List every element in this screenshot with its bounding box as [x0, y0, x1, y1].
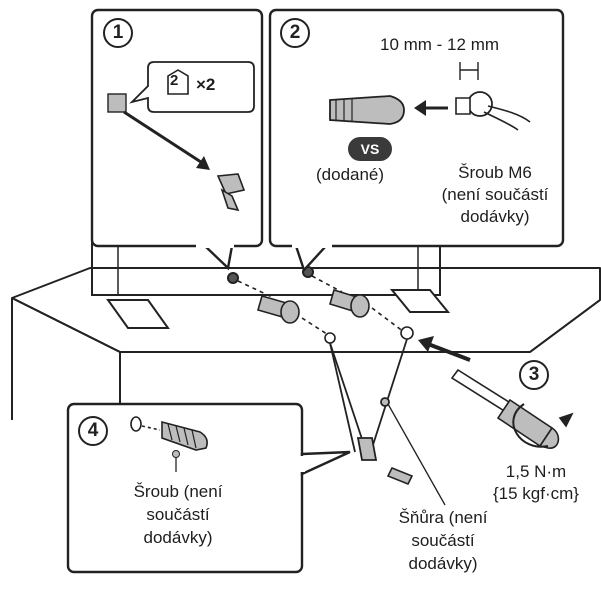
tv-drawing [91, 232, 451, 329]
cord-label-2: součástí [411, 531, 475, 550]
wood-screw-label-3: dodávky) [143, 528, 213, 547]
wood-screw-label-2: součástí [146, 505, 210, 524]
vs-badge: VS [348, 137, 392, 161]
m6-screw-label-1: Šroub M6 [458, 163, 532, 182]
part-ref-number: 2 [170, 72, 179, 89]
cord-label-3: dodávky) [408, 554, 478, 573]
step-number-4: 4 [78, 416, 108, 446]
cord-drawing [329, 338, 408, 461]
guide-lines [237, 275, 405, 337]
wood-screw-label-1: Šroub (není [133, 482, 223, 501]
panel-step4 [66, 402, 351, 574]
dimension-label: 10 mm - 12 mm [380, 35, 500, 54]
cord-label-1: Šňůra (není [398, 508, 488, 527]
wall-screw-drawing [386, 466, 414, 486]
step-number-1: 1 [103, 18, 133, 48]
part-ref-icon [167, 69, 189, 95]
torque-label-2: {15 kgf·cm} [493, 484, 579, 503]
insert-arrow [418, 336, 471, 362]
step-number-2: 2 [280, 18, 310, 48]
table-drawing [11, 267, 601, 470]
m6-screw-label-2: (není součástí [441, 185, 549, 204]
torque-label-1: 1,5 N·m [505, 462, 567, 481]
m6-screw-label-3: dodávky) [460, 207, 530, 226]
panel-step2 [268, 8, 565, 273]
step-number-3: 3 [519, 360, 549, 390]
screwdriver-drawing [450, 368, 574, 449]
panel-step1 [90, 8, 264, 271]
vs-spacers [257, 288, 370, 324]
supplied-label: (dodané) [316, 165, 385, 184]
part-quantity: ×2 [196, 75, 216, 94]
